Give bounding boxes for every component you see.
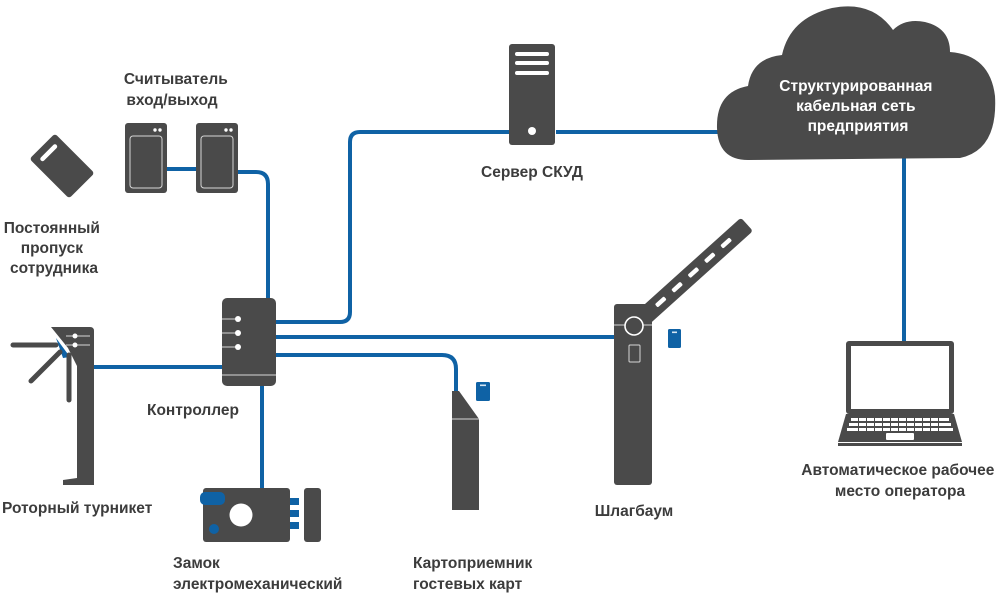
enterprise-network[interactable]: Структурированная кабельная сеть предпри… (716, 6, 996, 160)
wire-controller-to-server (276, 130, 510, 324)
barrier-gate[interactable]: Шлагбаум (595, 218, 753, 520)
card-label: Постоянный пропуск сотрудника (4, 220, 105, 277)
barrier-gate-icon (614, 218, 752, 485)
laptop-icon (838, 341, 962, 446)
access-card-icon (30, 134, 94, 198)
controller-icon (222, 298, 276, 386)
network-label: Структурированная кабельная сеть предпри… (779, 78, 936, 135)
server-label: Сервер СКУД (481, 164, 583, 181)
wire-controller-to-card-collector (276, 353, 458, 392)
lock-label: Замок электромеханический (173, 555, 342, 593)
controller-label: Контроллер (147, 402, 239, 419)
guest-card-icon (476, 382, 490, 401)
server-icon (509, 44, 555, 145)
barrier-card-icon (668, 329, 681, 348)
electromechanical-lock-icon (200, 488, 321, 542)
tripod-turnstile[interactable]: Роторный турникет (2, 327, 153, 517)
electromechanical-lock[interactable]: Замок электромеханический (173, 488, 342, 593)
workstation-label: Автоматическое рабочее место оператора (801, 462, 998, 500)
server[interactable]: Сервер СКУД (481, 44, 583, 181)
card-readers[interactable]: Считыватель вход/выход (124, 71, 238, 193)
card-collector-label: Картоприемник гостевых карт (413, 555, 537, 593)
tripod-turnstile-icon (10, 327, 94, 485)
wire-readers-to-controller (238, 170, 270, 298)
turnstile-label: Роторный турникет (2, 500, 153, 517)
controller[interactable]: Контроллер (147, 298, 276, 419)
cloud-icon (716, 6, 996, 160)
card-reader-exit-icon (196, 123, 238, 193)
barrier-label: Шлагбаум (595, 503, 674, 520)
connections (94, 130, 906, 488)
card-collector-icon (452, 382, 490, 510)
operator-workstation[interactable]: Автоматическое рабочее место оператора (801, 341, 998, 500)
card-reader-entry-icon (125, 123, 167, 193)
access-card[interactable]: Постоянный пропуск сотрудника (4, 133, 105, 277)
card-collector[interactable]: Картоприемник гостевых карт (413, 382, 537, 593)
readers-label: Считыватель вход/выход (124, 71, 232, 109)
